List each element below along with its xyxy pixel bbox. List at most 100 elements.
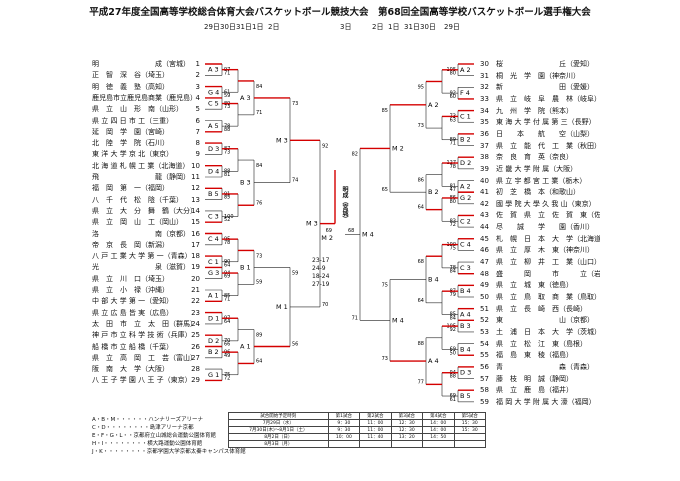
score-label: 78	[224, 240, 230, 246]
score-label: 64	[256, 358, 262, 364]
score-label: 73	[382, 356, 388, 362]
team-name: 県 立 松 江 東（島根）	[496, 339, 587, 348]
score-label: 72	[450, 222, 456, 228]
schedule-cell: 13：20	[390, 433, 424, 441]
score-label: 85	[382, 108, 388, 114]
score-label: 68	[418, 259, 424, 265]
match-label: C 3	[460, 264, 471, 272]
schedule-cell: 7月30日(木)～8月1日（土）	[228, 426, 329, 434]
score-label: 56	[292, 342, 298, 348]
team-number: 6	[195, 116, 200, 125]
team-number: 37	[480, 141, 489, 150]
team-name: 藤 枝 明 誠（静岡）	[496, 374, 573, 383]
score-label: 82	[352, 151, 358, 157]
day-label: 29日	[444, 23, 460, 31]
team-name: 県 立 鹿 島（福井）	[496, 386, 573, 395]
day-label: 31日	[236, 23, 252, 31]
team-number: 48	[480, 269, 489, 278]
team-number: 38	[480, 153, 489, 162]
match-label: B 3	[460, 322, 471, 330]
team-name: 東 海 大 学 付 属 第 三（長野）	[496, 118, 596, 127]
team-number: 50	[480, 293, 489, 301]
match-label: D 2	[208, 337, 219, 345]
team-number: 59	[480, 397, 489, 406]
schedule-cell: 15：30	[453, 426, 486, 434]
match-label: G 1	[208, 371, 219, 379]
team-entry: 正 智 深 谷（埼玉）2	[92, 70, 204, 80]
match-label: D 3	[460, 369, 471, 377]
team-number: 13	[191, 195, 200, 204]
schedule-cell: 9：30	[327, 419, 361, 427]
match-label: G 3	[208, 269, 219, 277]
team-entry: 船 橋 市 立 船 橋（千葉）26	[92, 342, 204, 352]
team-name: 桜 丘（愛知）	[496, 60, 594, 68]
team-number: 21	[191, 286, 200, 294]
score-label: 71	[256, 110, 262, 116]
score-label: 73	[418, 123, 424, 129]
team-name: 明 成（宮城）	[92, 60, 190, 68]
match-label: A 2	[460, 66, 471, 74]
score-label: 92	[322, 143, 328, 149]
team-entry: 48盛 岡 市 立（岩手）	[480, 269, 600, 279]
team-name: 札 幌 日 本 大 学（北海道）	[496, 234, 600, 243]
score-label: 65	[382, 187, 388, 193]
match-label: A 1	[240, 343, 251, 351]
score-label: 85	[224, 293, 230, 299]
schedule-cell: 12：30	[390, 419, 424, 427]
team-entry: 帝 京 長 岡（新潟）17	[92, 240, 204, 250]
score-label: 71	[224, 70, 230, 76]
score-label: 88	[224, 169, 230, 175]
match-label: M 3	[306, 220, 318, 228]
score-label: 81	[224, 172, 230, 178]
team-number: 23	[191, 308, 200, 317]
score-label: 84	[256, 84, 262, 90]
score-label: 78	[224, 124, 230, 130]
team-number: 57	[480, 374, 489, 383]
score-label: 72	[224, 375, 230, 381]
team-name: 桐 光 学 園（神奈川）	[496, 71, 580, 80]
team-name: 県 立 長 崎 西（長崎）	[496, 304, 587, 313]
day-label: 31日	[404, 23, 420, 31]
score-label: 74	[292, 178, 298, 184]
team-number: 49	[480, 281, 489, 290]
team-number: 5	[195, 105, 200, 114]
team-number: 36	[480, 129, 489, 138]
team-entry: 明 成（宮城）1	[92, 59, 204, 69]
match-label: M 2	[392, 144, 404, 152]
schedule-cell: 9：30	[327, 426, 361, 434]
schedule-row: 試合開始予定時刻第1試合第2試合第3試合第4試合第5試合	[228, 412, 486, 420]
score-label: 71	[352, 315, 358, 321]
match-label: C 4	[208, 235, 219, 243]
score-label: 68	[348, 228, 354, 234]
schedule-cell: 第4試合	[422, 412, 455, 420]
day-label: 1日	[252, 23, 264, 31]
page-title: 平成27年度全国高等学校総合体育大会バスケットボール競技大会 第68回全国高等学…	[89, 7, 591, 18]
team-name: 県 立 山 形 南（山形）	[92, 105, 183, 114]
team-number: 45	[480, 234, 489, 243]
team-name: 県 立 岡 山 工（岡山）	[92, 218, 183, 227]
match-label: A 1	[208, 292, 219, 300]
team-number: 44	[480, 223, 489, 232]
team-entry: 県 立 四 日 市 工（三重）6	[92, 116, 204, 126]
team-number: 47	[480, 258, 489, 267]
team-number: 35	[480, 118, 489, 127]
match-label: B 4	[460, 287, 471, 295]
team-number: 51	[480, 304, 489, 313]
score-label: 88	[450, 374, 456, 380]
match-label: M 3	[276, 136, 288, 144]
schedule-cell: 7月29日（水）	[228, 419, 329, 427]
team-name: 県 立 岐 阜 農 林（岐阜）	[496, 94, 600, 103]
schedule-cell	[327, 440, 361, 448]
team-name: 県 立 川 口（埼玉）	[92, 274, 169, 283]
team-number: 56	[480, 362, 489, 371]
score-label: 75	[224, 372, 230, 378]
match-label: A 5	[208, 122, 219, 130]
team-name: 県 立 能 代 工 業（秋田）	[496, 141, 600, 150]
score-label: 69	[326, 228, 332, 234]
